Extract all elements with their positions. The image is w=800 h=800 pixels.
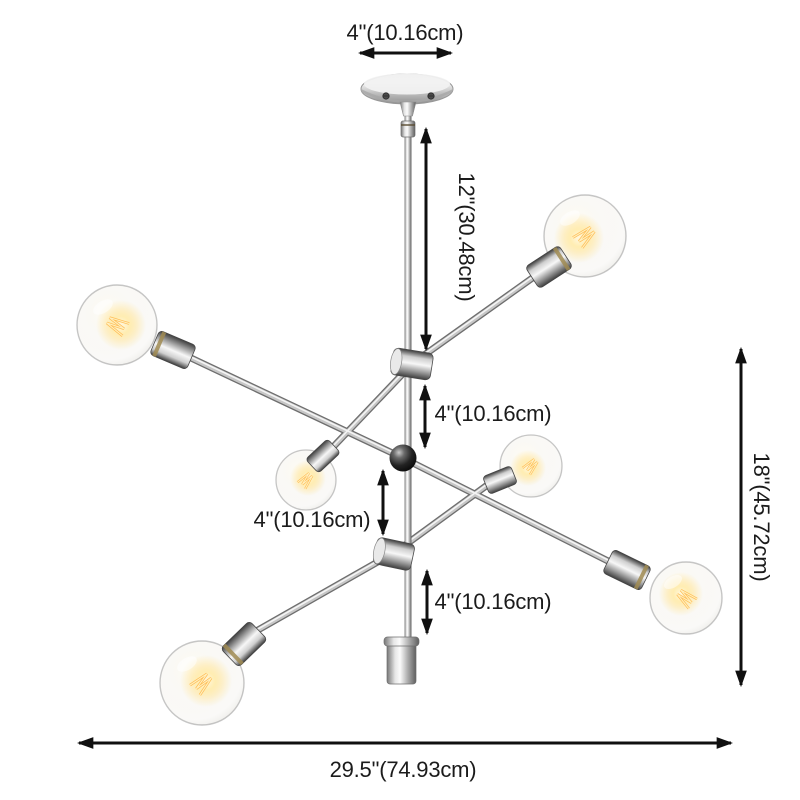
- bulb-upper-left: [76, 284, 158, 366]
- dim-drop-length: 12"(30.48cm): [454, 172, 480, 302]
- pivot-sleeve-lower: [372, 537, 415, 571]
- dim-total-width: 29.5"(74.93cm): [329, 756, 477, 782]
- socket-top-right: [526, 246, 572, 288]
- socket-mid-left: [306, 439, 340, 473]
- socket-lower-right: [603, 550, 651, 590]
- socket-lower-left: [221, 622, 267, 666]
- pivot-ball-joint: [389, 444, 417, 472]
- chandelier-arms: [187, 270, 612, 634]
- canopy-screws: [382, 92, 435, 100]
- dimension-arrows: [76, 47, 747, 749]
- ceiling-canopy: [360, 73, 454, 117]
- dim-total-height: 18"(45.72cm): [749, 452, 775, 582]
- bulb-mid-right: [499, 434, 563, 498]
- bottom-stem-cap: [383, 636, 420, 685]
- socket-mid-right: [483, 466, 517, 494]
- bulb-lower-left: [159, 640, 245, 726]
- dim-canopy-width: 4"(10.16cm): [346, 19, 464, 45]
- dim-gap-left: 4"(10.16cm): [253, 506, 371, 532]
- dim-gap-lower: 4"(10.16cm): [434, 588, 552, 614]
- socket-upper-left: [150, 331, 196, 369]
- canopy-collar: [399, 101, 417, 117]
- rod-coupling: [400, 120, 416, 138]
- chandelier-fixture: [76, 73, 723, 726]
- dim-gap-upper: 4"(10.16cm): [434, 400, 552, 426]
- bulbs: [76, 194, 723, 726]
- bulb-lower-right: [649, 561, 723, 635]
- sockets: [150, 246, 651, 666]
- pivot-sleeve-upper: [390, 347, 434, 381]
